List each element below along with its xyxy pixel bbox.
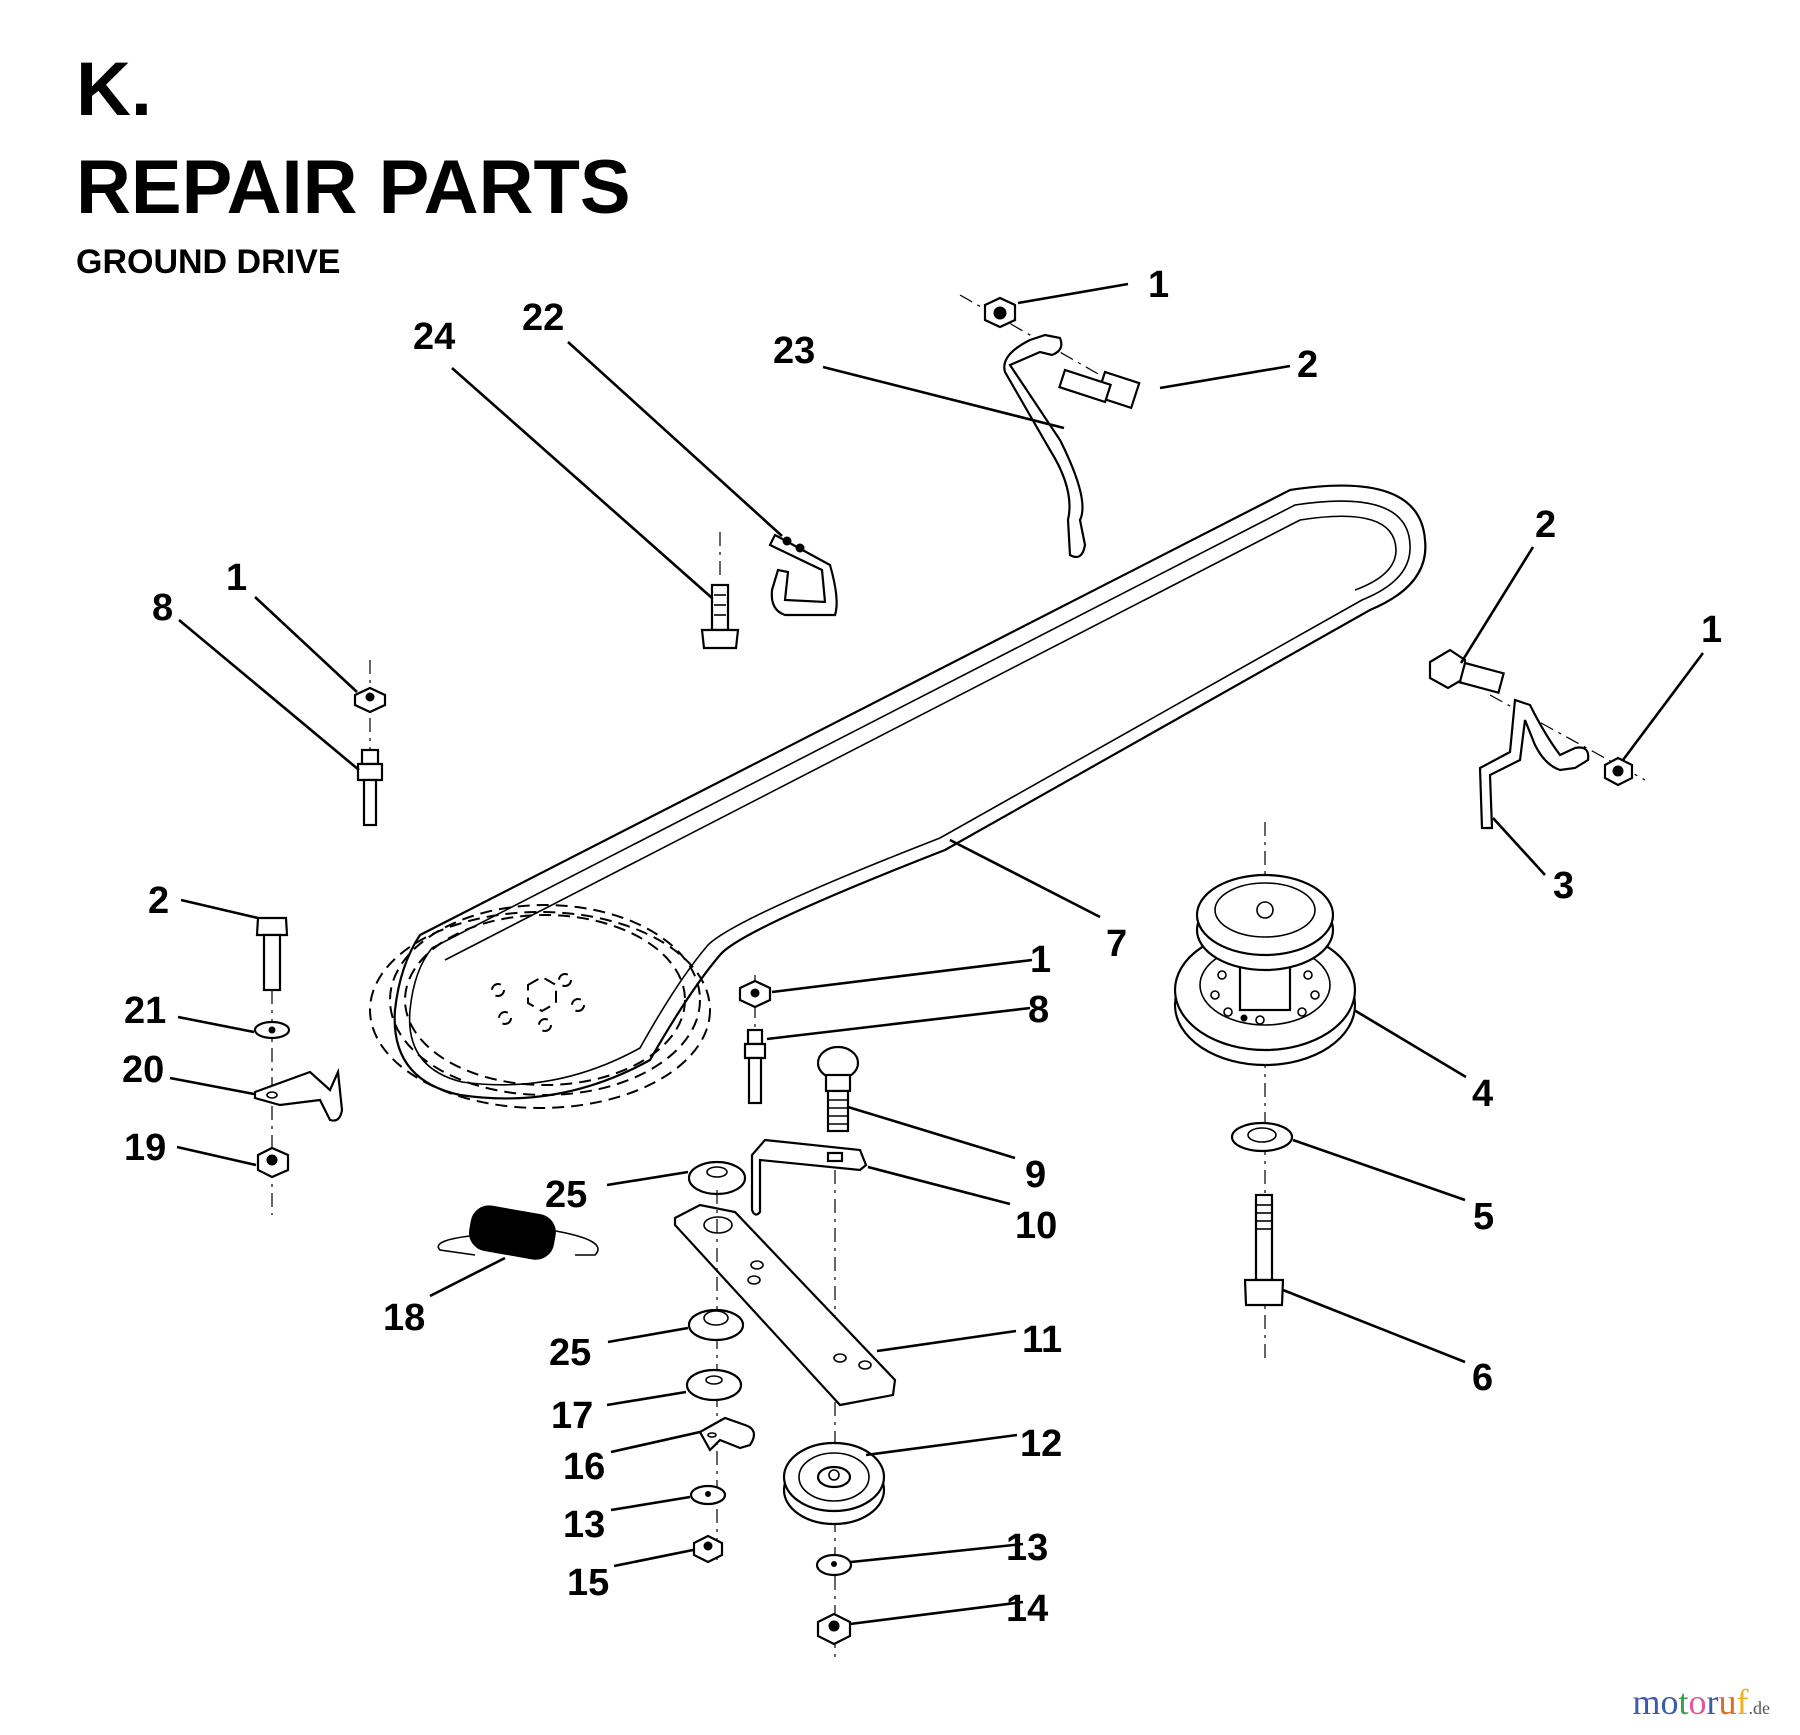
- callout-8: 8: [152, 587, 173, 629]
- callout-12: 12: [1020, 1423, 1062, 1465]
- callout-13: 13: [563, 1504, 605, 1546]
- pulley-bolt[interactable]: [1243, 1193, 1285, 1307]
- hex-bolt[interactable]: [1058, 368, 1141, 410]
- callout-6: 6: [1472, 1357, 1493, 1399]
- left-bracket-assembly[interactable]: [253, 916, 344, 1215]
- callout-2: 2: [148, 880, 169, 922]
- drive-belt[interactable]: [393, 484, 1427, 1100]
- callout-4: 4: [1472, 1073, 1493, 1115]
- watermark-letter: o: [1688, 1682, 1707, 1722]
- callout-labels: 1 2 23 22 24 1 8 2 1 3 7 1 8 4 2 21 20 1…: [122, 264, 1722, 1630]
- hex-nut[interactable]: [983, 296, 1017, 329]
- callout-1: 1: [1148, 264, 1169, 306]
- callout-23: 23: [773, 330, 815, 372]
- hex-washer-screw[interactable]: [700, 583, 740, 650]
- callout-17: 17: [551, 1395, 593, 1437]
- callout-2: 2: [1535, 504, 1556, 546]
- belt-keeper-bracket[interactable]: [698, 1416, 756, 1452]
- belt-guide-rear[interactable]: [719, 532, 838, 617]
- left-stud-assembly[interactable]: [353, 660, 387, 827]
- callout-10: 10: [1015, 1205, 1057, 1247]
- watermark-letter: o: [1660, 1682, 1679, 1722]
- extension-spring[interactable]: [437, 1203, 599, 1262]
- leader-lines: [169, 282, 1705, 1626]
- bushing-bottom[interactable]: [687, 1308, 745, 1342]
- watermark-logo: motoruf.de: [1632, 1681, 1770, 1723]
- hex-nut-14[interactable]: [816, 1612, 852, 1646]
- belt-guide-front[interactable]: [959, 294, 1101, 559]
- watermark-letter: u: [1718, 1682, 1737, 1722]
- callout-11: 11: [1022, 1319, 1062, 1361]
- carriage-bolt[interactable]: [816, 1045, 860, 1133]
- callout-25: 25: [549, 1332, 591, 1374]
- washer-13-left[interactable]: [689, 1484, 727, 1506]
- callout-22: 22: [522, 297, 564, 339]
- callout-1: 1: [1030, 939, 1051, 981]
- callout-8: 8: [1028, 989, 1049, 1031]
- callout-24: 24: [413, 316, 455, 358]
- callout-7: 7: [1106, 923, 1127, 965]
- callout-18: 18: [383, 1297, 425, 1339]
- washer-13-right[interactable]: [815, 1553, 853, 1577]
- idler-pulley[interactable]: [782, 1441, 886, 1526]
- callout-3: 3: [1553, 865, 1574, 907]
- callout-14: 14: [1006, 1588, 1048, 1630]
- hex-nut-right[interactable]: [1603, 756, 1634, 787]
- callout-25: 25: [545, 1174, 587, 1216]
- callout-1: 1: [226, 557, 247, 599]
- watermark-text: motoruf: [1632, 1682, 1748, 1722]
- callout-9: 9: [1025, 1154, 1046, 1196]
- center-stud-assembly[interactable]: [738, 975, 772, 1105]
- callout-20: 20: [122, 1049, 164, 1091]
- callout-15: 15: [567, 1562, 609, 1604]
- callout-13: 13: [1006, 1527, 1048, 1569]
- page-title: REPAIR PARTS: [76, 145, 631, 230]
- watermark-letter: m: [1632, 1682, 1661, 1722]
- section-letter: K.: [76, 47, 152, 132]
- watermark-letter: t: [1678, 1682, 1689, 1722]
- callout-16: 16: [563, 1446, 605, 1488]
- watermark-letter: r: [1706, 1682, 1719, 1722]
- callout-1: 1: [1701, 609, 1722, 651]
- washer-17[interactable]: [685, 1368, 743, 1402]
- watermark-letter: f: [1736, 1682, 1749, 1722]
- watermark-tld: .de: [1748, 1698, 1771, 1718]
- page-subtitle: GROUND DRIVE: [76, 243, 341, 281]
- callout-21: 21: [124, 990, 166, 1032]
- bushing-top[interactable]: [687, 1160, 747, 1196]
- callout-19: 19: [124, 1127, 166, 1169]
- belt-guide-right[interactable]: [1478, 694, 1646, 830]
- double-pulley[interactable]: [1173, 822, 1357, 1360]
- lock-washer[interactable]: [1230, 1121, 1294, 1153]
- hex-nut-15[interactable]: [692, 1534, 724, 1564]
- callout-2: 2: [1297, 344, 1318, 386]
- callout-5: 5: [1473, 1196, 1494, 1238]
- idler-bracket[interactable]: [750, 1138, 868, 1660]
- transaxle-pulley: [369, 904, 711, 1109]
- hex-bolt-right[interactable]: [1428, 648, 1505, 695]
